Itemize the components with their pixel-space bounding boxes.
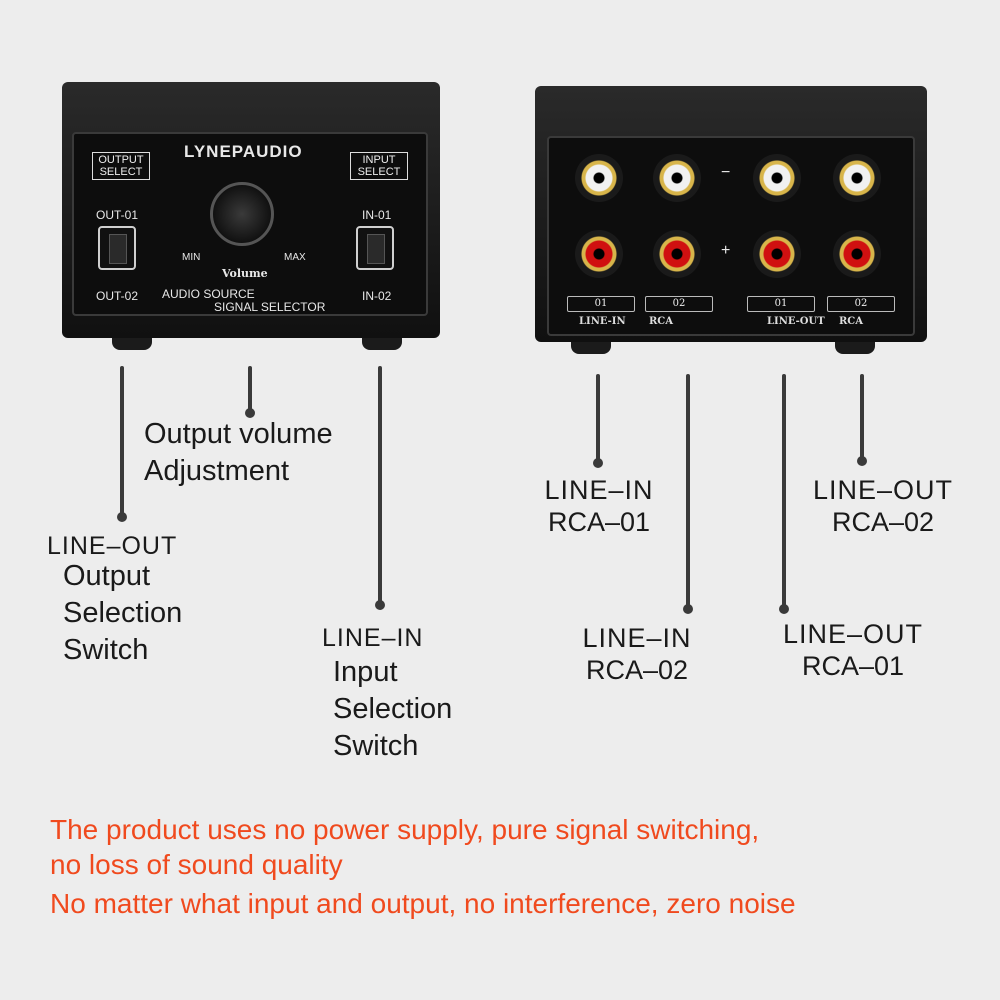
- front-panel: LYNEPAUDIO OUTPUT SELECT OUT-01 OUT-02 M…: [72, 132, 428, 316]
- callout-line-volume: [248, 366, 252, 414]
- line-out-rca-01-line2: RCA–01: [801, 651, 905, 681]
- volume-callout-line2: Adjustment: [144, 455, 290, 487]
- callout-dot-volume: [245, 408, 255, 418]
- callout-dot-output-switch: [117, 512, 127, 522]
- rca-jack-out-02-red[interactable]: [833, 230, 881, 278]
- line-in-rca-01-line2: RCA–01: [547, 507, 651, 537]
- line-in-rca-02-callout: LINE–IN RCA–02: [572, 622, 702, 686]
- line-out-rca-01-line1: LINE–OUT: [782, 619, 924, 649]
- product-title-line1: AUDIO SOURCE: [162, 287, 255, 301]
- output-switch-callout-title: LINE–OUT: [47, 532, 178, 560]
- input-select-switch[interactable]: [356, 226, 394, 270]
- line-out-rca-02-callout: LINE–OUT RCA–02: [802, 474, 964, 538]
- out-01-label: OUT-01: [96, 208, 139, 222]
- line-in-rca-02-line2: RCA–02: [585, 655, 689, 685]
- input-select-label: INPUT SELECT: [350, 152, 408, 180]
- brand-logo: LYNEPAUDIO: [184, 142, 303, 161]
- callout-dot-line-out-rca-01: [779, 604, 789, 614]
- callout-dot-input-switch: [375, 600, 385, 610]
- note-line-3: No matter what input and output, no inte…: [50, 888, 796, 919]
- line-in-label: LINE-IN: [579, 316, 626, 327]
- volume-label: Volume: [222, 267, 268, 280]
- rca-jack-in-01-white[interactable]: [575, 154, 623, 202]
- front-left-foot: [112, 338, 152, 350]
- rear-right-foot: [835, 342, 875, 354]
- note-line-2: no loss of sound quality: [50, 849, 343, 880]
- note-line-1: The product uses no power supply, pure s…: [50, 814, 760, 845]
- rca-label-left: RCA: [649, 316, 674, 327]
- callout-line-line-in-rca-02: [686, 374, 690, 610]
- line-in-rca-01-callout: LINE–IN RCA–01: [534, 474, 664, 538]
- tag-01-left: 01: [567, 296, 635, 312]
- callout-line-line-out-rca-01: [782, 374, 786, 610]
- tag-02-right: 02: [827, 296, 895, 312]
- rear-left-foot: [571, 342, 611, 354]
- rca-jack-out-02-white[interactable]: [833, 154, 881, 202]
- volume-max-label: MAX: [284, 252, 306, 263]
- rear-panel: − + 01 02 01 02 LINE-IN RCA LINE-OUT RCA: [547, 136, 915, 336]
- callout-dot-line-out-rca-02: [857, 456, 867, 466]
- line-out-rca-01-callout: LINE–OUT RCA–01: [772, 618, 934, 682]
- rca-label-right: RCA: [839, 316, 864, 327]
- line-out-rca-02-line1: LINE–OUT: [812, 475, 954, 505]
- rca-jack-out-01-white[interactable]: [753, 154, 801, 202]
- volume-callout-line1: Output volume: [144, 418, 333, 450]
- line-in-rca-02-line1: LINE–IN: [582, 623, 692, 653]
- rca-jack-in-02-white[interactable]: [653, 154, 701, 202]
- input-switch-callout-line2: Input: [333, 656, 398, 688]
- output-select-switch[interactable]: [98, 226, 136, 270]
- callout-dot-line-in-rca-01: [593, 458, 603, 468]
- volume-min-label: MIN: [182, 252, 201, 263]
- input-switch-callout-title: LINE–IN: [322, 624, 424, 652]
- rear-device: − + 01 02 01 02 LINE-IN RCA LINE-OUT RCA: [535, 86, 927, 354]
- callout-line-input-switch: [378, 366, 382, 606]
- input-switch-callout-line3: Selection: [333, 693, 453, 725]
- line-in-rca-01-line1: LINE–IN: [544, 475, 654, 505]
- out-02-label: OUT-02: [96, 289, 139, 303]
- plus-symbol: +: [721, 242, 731, 259]
- tag-01-right: 01: [747, 296, 815, 312]
- volume-knob[interactable]: [210, 182, 274, 246]
- callout-line-output-switch: [120, 366, 124, 516]
- output-switch-callout-line3: Selection: [63, 597, 183, 629]
- rca-jack-in-01-red[interactable]: [575, 230, 623, 278]
- output-switch-callout-line4: Switch: [63, 634, 149, 666]
- output-switch-callout-line2: Output: [63, 560, 151, 592]
- callout-line-line-in-rca-01: [596, 374, 600, 464]
- rca-jack-in-02-red[interactable]: [653, 230, 701, 278]
- in-01-label: IN-01: [362, 208, 392, 222]
- output-select-label: OUTPUT SELECT: [92, 152, 150, 180]
- in-02-label: IN-02: [362, 289, 392, 303]
- front-right-foot: [362, 338, 402, 350]
- volume-callout: Output volume Adjustment: [144, 416, 333, 490]
- tag-02-left: 02: [645, 296, 713, 312]
- input-switch-callout-line4: Switch: [333, 730, 419, 762]
- callout-line-line-out-rca-02: [860, 374, 864, 462]
- line-out-label: LINE-OUT: [767, 316, 825, 327]
- front-device: LYNEPAUDIO OUTPUT SELECT OUT-01 OUT-02 M…: [62, 82, 440, 350]
- callout-dot-line-in-rca-02: [683, 604, 693, 614]
- rca-jack-out-01-red[interactable]: [753, 230, 801, 278]
- product-title-line2: SIGNAL SELECTOR: [214, 300, 326, 314]
- minus-symbol: −: [721, 164, 731, 181]
- line-out-rca-02-line2: RCA–02: [831, 507, 935, 537]
